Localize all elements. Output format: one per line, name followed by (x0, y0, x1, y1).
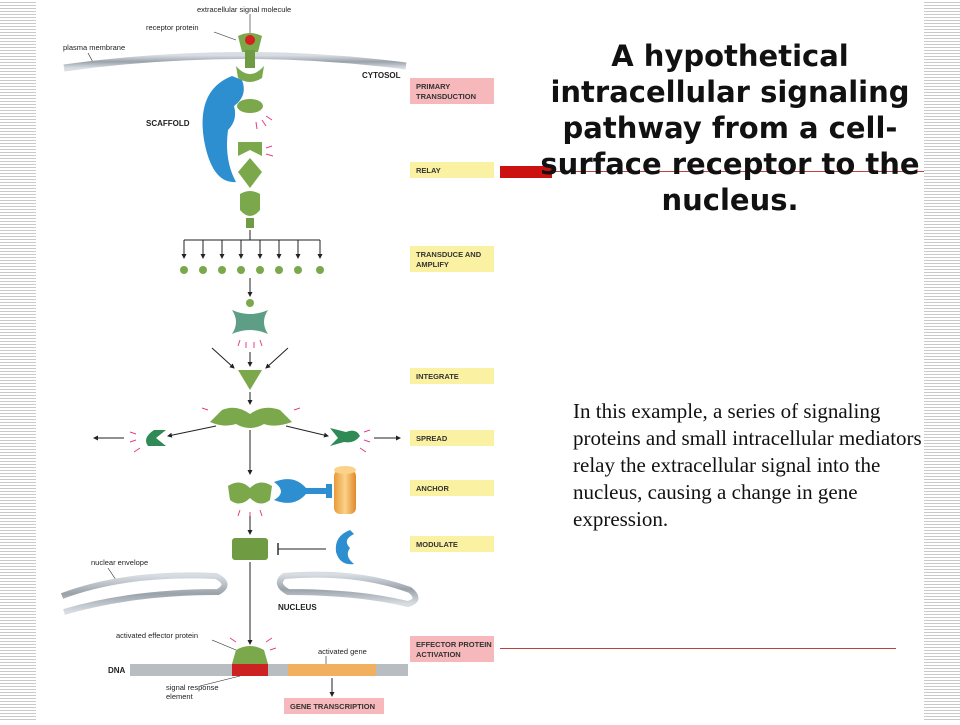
activation-marks-spread-right (359, 429, 371, 453)
anchor-cylinder-top (334, 466, 356, 474)
anchor-cylinder (334, 470, 356, 514)
right-stripe-border (924, 0, 960, 720)
primary-transduction-protein (237, 99, 263, 113)
modulator-protein (335, 530, 354, 565)
tag-primary-line1: PRIMARY (416, 82, 450, 91)
nuclear-envelope-left (60, 572, 228, 615)
title-accent-bar (500, 166, 552, 178)
label-signal-response-line2: element (166, 692, 194, 701)
label-activated-gene: activated gene (318, 647, 367, 656)
amplify-arrows (181, 240, 323, 259)
label-dna: DNA (108, 666, 126, 675)
relay-protein-1 (238, 142, 262, 156)
label-plasma-membrane: plasma membrane (63, 43, 125, 52)
tag-relay-text: RELAY (416, 166, 441, 175)
label-scaffold: SCAFFOLD (146, 119, 190, 128)
spread-target-right (330, 428, 360, 446)
left-stripe-border (0, 0, 36, 720)
label-nucleus: NUCLEUS (278, 603, 317, 612)
receptor-protein-base (236, 66, 264, 82)
tag-transduce-amplify (410, 246, 494, 272)
tag-gene-transcription-text: GENE TRANSCRIPTION (290, 702, 375, 711)
spread-arrow-left (167, 425, 217, 438)
footer-accent-line (500, 648, 896, 649)
anchored-protein (228, 482, 272, 504)
activation-marks-effector (229, 637, 277, 651)
leader-effector (211, 639, 237, 651)
signal-molecule (245, 35, 255, 45)
tag-modulate-text: MODULATE (416, 540, 458, 549)
tag-modulate (410, 536, 494, 552)
converge-arrow-left (211, 347, 235, 369)
slide-body-text: In this example, a series of signaling p… (573, 399, 922, 531)
activation-marks-spread (201, 407, 301, 411)
tag-relay (410, 162, 494, 178)
label-nuclear-envelope: nuclear envelope (91, 558, 148, 567)
label-cytosol: CYTOSOL (362, 71, 401, 80)
label-signal-response-line1: signal response (166, 683, 219, 692)
activation-marks-relay (265, 145, 274, 157)
leader-nuclear-envelope (107, 567, 117, 581)
scaffold-protein (202, 76, 244, 183)
label-extracellular-signal-molecule: extracellular signal molecule (197, 5, 291, 14)
tag-effector-line2: ACTIVATION (416, 650, 461, 659)
title-accent-line (552, 171, 924, 172)
tag-spread-text: SPREAD (416, 434, 448, 443)
tag-spread (410, 430, 494, 446)
tag-integrate-text: INTEGRATE (416, 372, 459, 381)
tag-primary-transduction (410, 78, 494, 104)
tag-transduce-line1: TRANSDUCE AND (416, 250, 482, 259)
spread-target-left (146, 430, 166, 446)
tag-transduce-line2: AMPLIFY (416, 260, 449, 269)
activated-gene-segment (288, 664, 376, 676)
nuclear-envelope-right (276, 571, 419, 608)
relay-protein-3-stem (246, 218, 254, 228)
activation-marks-primary (255, 115, 273, 130)
signal-response-element (232, 664, 268, 676)
modulated-protein (232, 538, 268, 560)
tag-effector-activation (410, 636, 494, 662)
tag-effector-line1: EFFECTOR PROTEIN (416, 640, 492, 649)
small-mediators (180, 266, 324, 274)
tag-anchor (410, 480, 494, 496)
relay-protein-2 (238, 158, 262, 188)
tag-anchor-text: ANCHOR (416, 484, 449, 493)
relay-protein-3 (240, 191, 260, 216)
tag-integrate (410, 368, 494, 384)
spread-arrow-right (285, 425, 329, 438)
receptor-protein-stalk (245, 50, 255, 68)
tag-primary-line2: TRANSDUCTION (416, 92, 476, 101)
label-receptor-protein: receptor protein (146, 23, 199, 32)
leader-receptor (213, 31, 237, 41)
anchor-protein (274, 479, 332, 503)
activated-effector-protein (232, 646, 268, 664)
spread-protein (210, 407, 292, 428)
converge-arrow-right (265, 347, 289, 369)
label-activated-effector-protein: activated effector protein (116, 631, 198, 640)
slide-title: A hypothetical intracellular signaling p… (540, 39, 920, 217)
bound-mediator (246, 299, 254, 307)
activation-marks-teal (237, 339, 263, 348)
signaling-pathway-diagram: extracellular signal molecule receptor p… (36, 0, 500, 720)
leader-signal-response (199, 675, 241, 687)
activation-marks-spread-left (129, 431, 141, 453)
plasma-membrane (63, 51, 407, 72)
teal-integrator-protein (232, 310, 268, 334)
tag-gene-transcription (284, 698, 384, 714)
integrator-protein (238, 370, 262, 390)
